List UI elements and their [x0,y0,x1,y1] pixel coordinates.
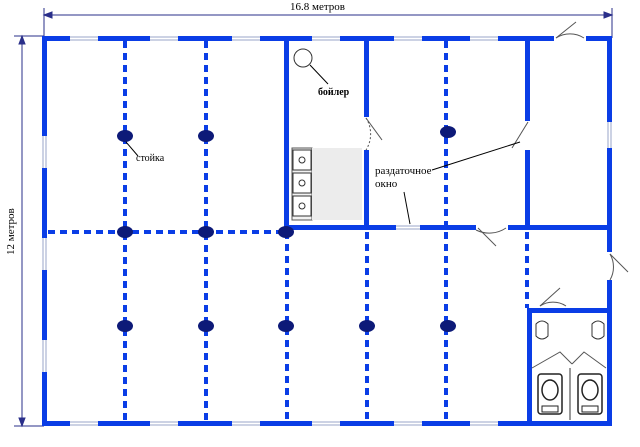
boiler-leader-line [309,64,329,85]
column-dot [359,320,375,332]
width-dimension-label: 16.8 метров [290,1,345,13]
column-leader-line [125,141,139,157]
washbasin-icon [591,320,605,340]
serving-window [396,225,420,230]
column-dot [117,130,133,142]
washbasin-icon [535,320,549,340]
columns [117,126,456,332]
column-label: стойка [136,153,165,164]
column-dot [278,226,294,238]
serving-window-label-line2: окно [375,178,398,190]
column-dot [440,320,456,332]
boiler-label: бойлер [318,87,350,98]
column-dot [198,226,214,238]
boiler-icon [293,48,313,68]
outer-walls [42,36,612,426]
column-dot [278,320,294,332]
interior-walls [284,41,612,426]
column-dot [440,126,456,138]
partitions [48,41,529,421]
serving-window-label-line1: раздаточное [375,165,432,177]
column-dot [198,130,214,142]
column-dot [117,320,133,332]
left-dimension [14,34,44,428]
doors [365,21,629,307]
washbasins [535,320,605,340]
top-dimension [42,8,614,38]
column-dot [117,226,133,238]
sink-icon [292,172,312,194]
toilet-stalls [531,351,607,420]
column-dot [198,320,214,332]
windows [42,36,612,426]
kitchen-sinks [291,147,362,221]
serving-window-leader-line [431,141,521,171]
height-dimension-label: 12 метров [5,208,17,255]
sink-icon [292,195,312,217]
serving-window-pointer [403,191,411,225]
sink-icon [292,149,312,171]
